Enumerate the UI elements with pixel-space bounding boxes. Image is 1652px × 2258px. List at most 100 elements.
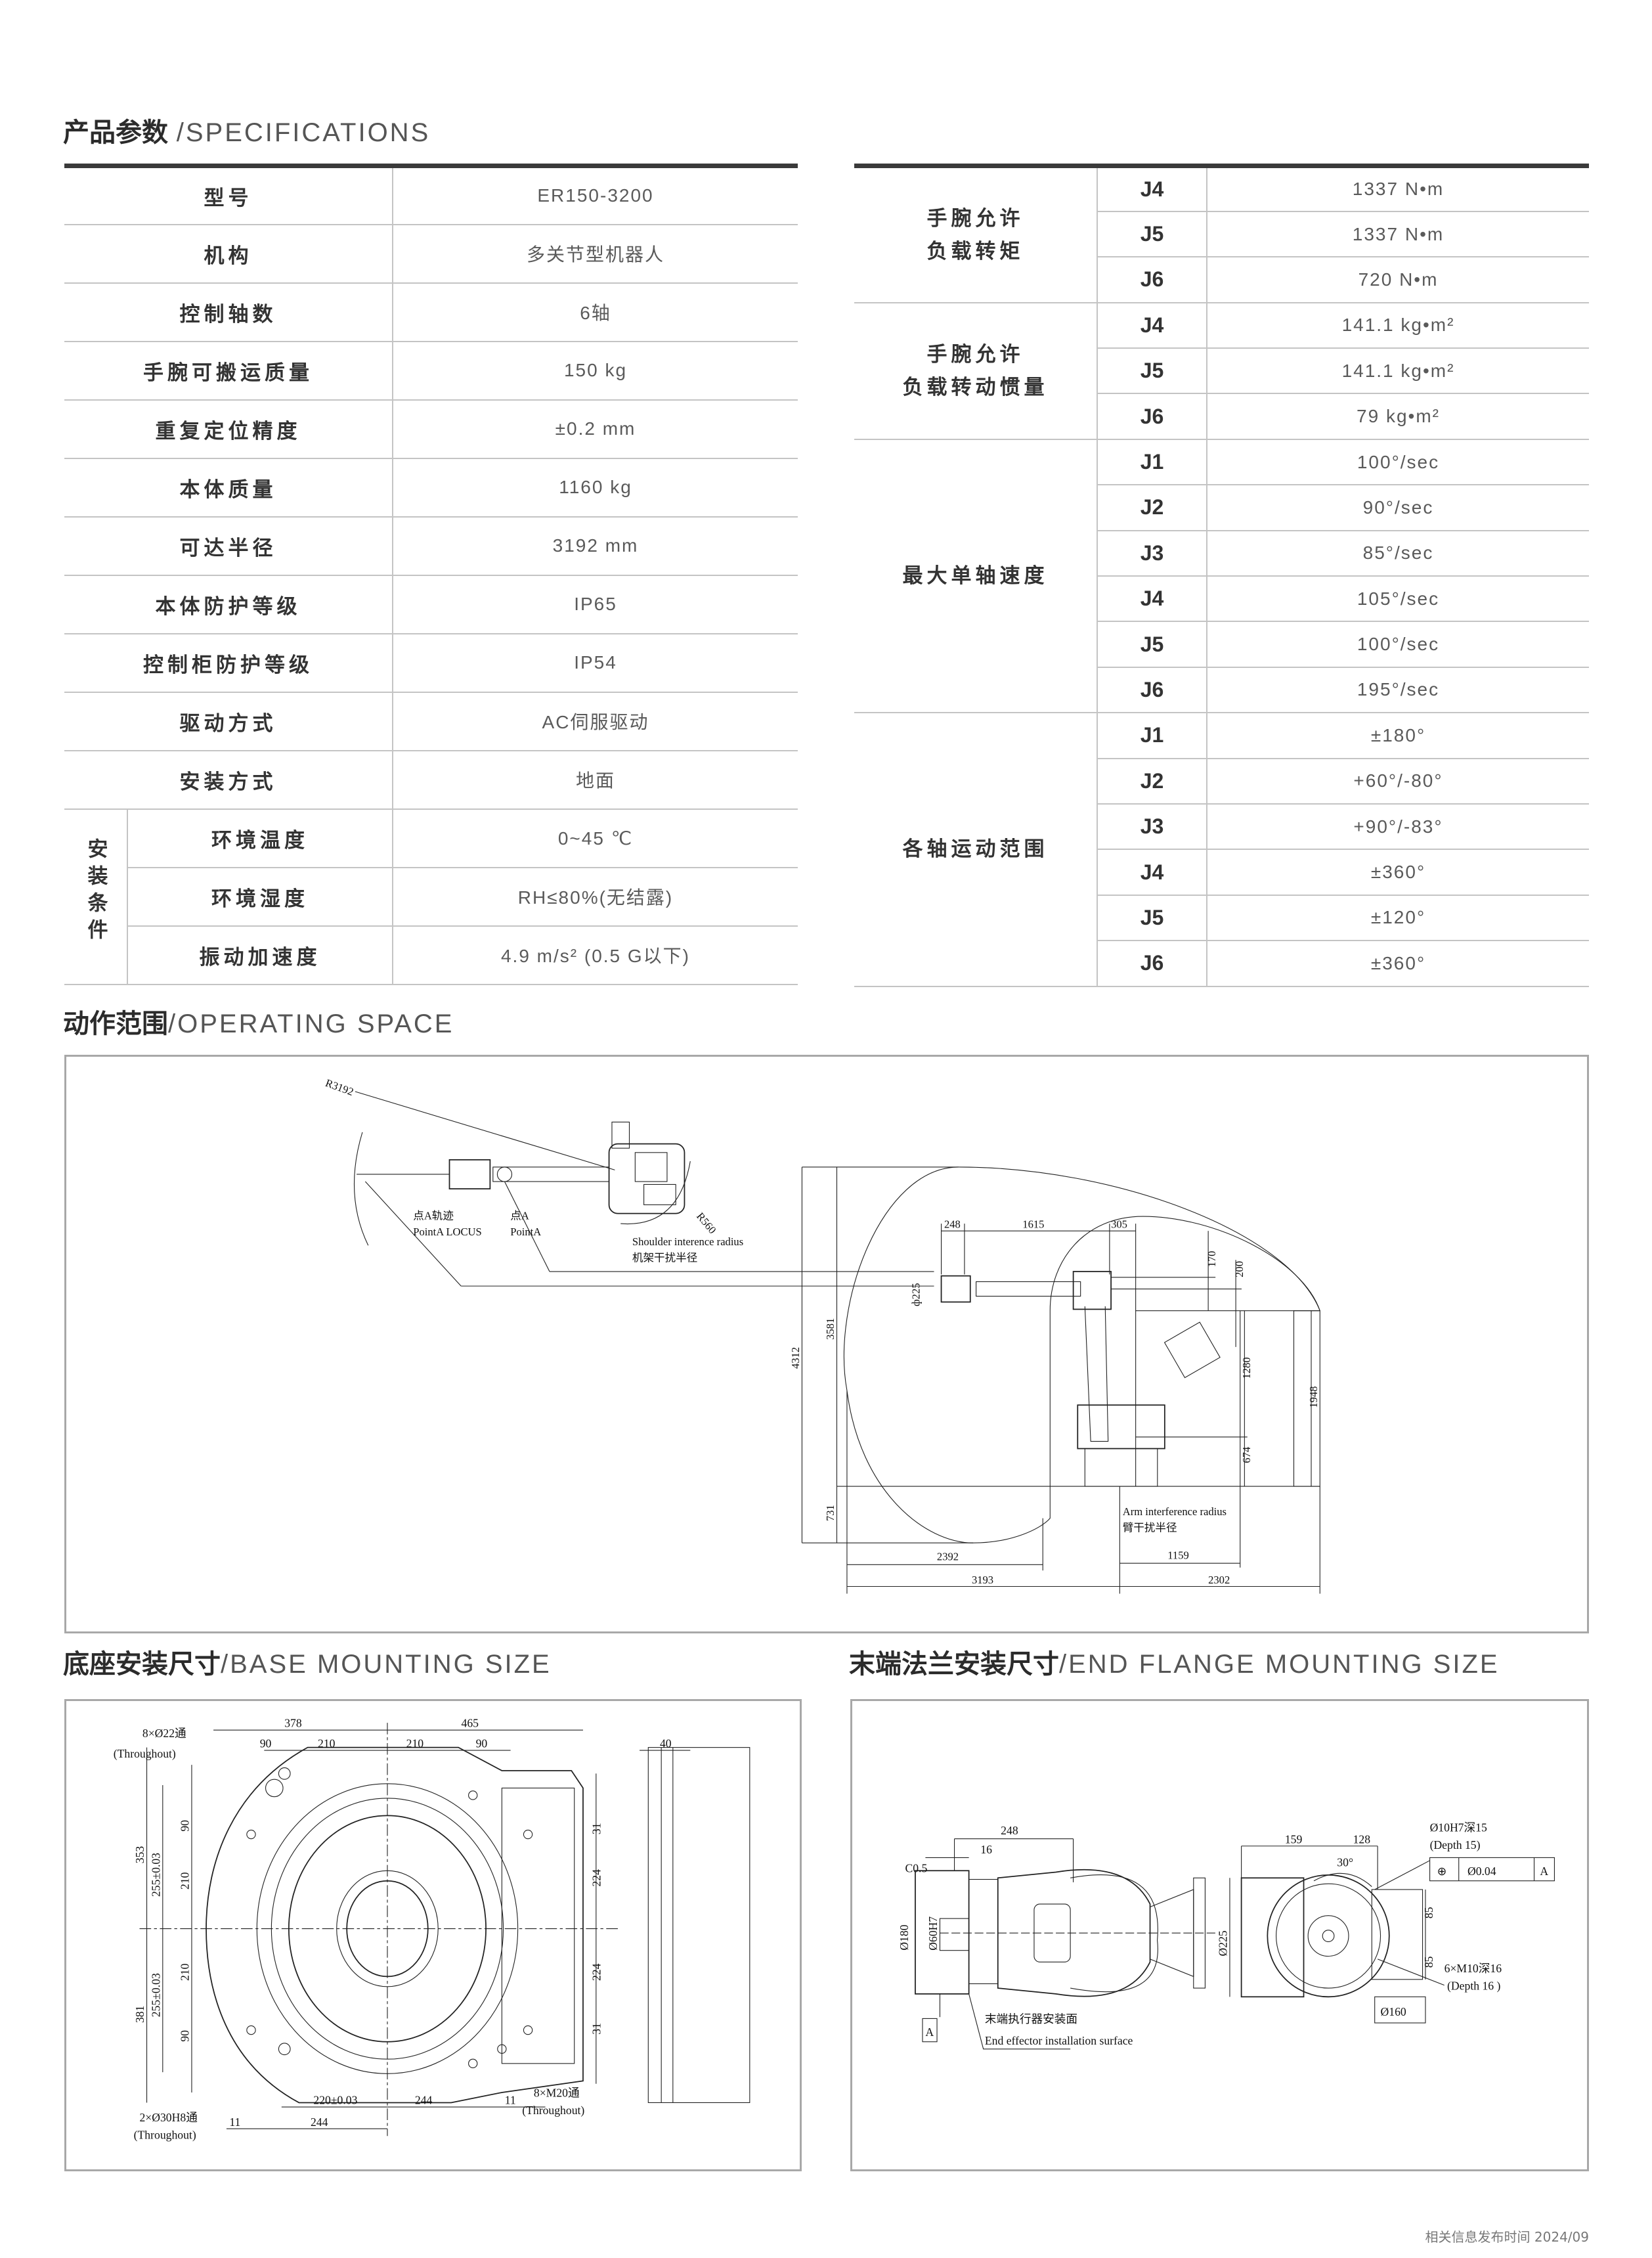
group-label: 手腕允许 [926, 206, 1024, 231]
axis-label: J5 [1097, 348, 1207, 395]
label-holes-22: 8×Ø22通 [142, 1727, 186, 1740]
row-value: +90°/-83° [1207, 803, 1589, 851]
dim-210: 210 [318, 1737, 336, 1750]
dim-244: 244 [415, 2094, 433, 2107]
axis-label: J4 [1097, 576, 1207, 623]
tolerance-value: Ø0.04 [1467, 1865, 1496, 1878]
table-row: 机构多关节型机器人 [64, 224, 798, 284]
title-cn: 底座安装尺寸 [63, 1649, 221, 1679]
axis-label: J6 [1097, 393, 1207, 440]
flange-front-drawing [1229, 1846, 1555, 2024]
table-row: 安装方式地面 [64, 750, 798, 810]
dim-224: 224 [590, 1963, 603, 1981]
row-label: 振动加速度 [127, 925, 393, 985]
table-row: J4±360° [854, 849, 1589, 896]
dim-r3192: R3192 [324, 1076, 355, 1098]
point-a-en: PointA [510, 1226, 541, 1238]
row-value: ±0.2 mm [393, 399, 798, 459]
dim-381: 381 [133, 2006, 146, 2023]
row-value: 100°/sec [1207, 621, 1589, 668]
row-label: 重复定位精度 [64, 399, 393, 459]
row-label: 手腕可搬运质量 [64, 341, 393, 401]
group-label: 负载转矩 [926, 239, 1024, 263]
row-label: 型号 [64, 166, 393, 225]
group-label: 手腕允许 [926, 342, 1024, 366]
dim-phi60: Ø60H7 [926, 1916, 940, 1951]
row-label: 安装方式 [64, 750, 393, 810]
row-value: 100°/sec [1207, 439, 1589, 486]
dim-11: 11 [229, 2115, 240, 2129]
row-value: ±360° [1207, 849, 1589, 896]
row-label: 环境温度 [127, 808, 393, 868]
row-value: 地面 [393, 750, 798, 810]
group-label: 各轴运动范围 [902, 837, 1049, 862]
base-plate-drawing [139, 1723, 750, 2136]
row-value: ER150-3200 [393, 166, 798, 225]
label-m20: 8×M20通 [534, 2087, 580, 2100]
axis-label: J1 [1097, 439, 1207, 486]
group-label: 安装条件 [83, 837, 108, 946]
end-flange-drawing: 248 16 C0.5 Ø60H7 Ø180 A 末端执行器安装面 End ef… [850, 1699, 1589, 2171]
row-value: ±180° [1207, 713, 1589, 759]
title-cn: 动作范围 [63, 1009, 168, 1039]
label-throughout: (Throughout) [522, 2104, 584, 2117]
reach-arc [353, 1132, 369, 1246]
dim-4312: 4312 [789, 1347, 802, 1369]
row-value: 1160 kg [393, 458, 798, 518]
shoulder-radius-cn: 机架干扰半径 [632, 1252, 697, 1264]
row-value: +60°/-80° [1207, 758, 1589, 805]
dim-248: 248 [1001, 1824, 1018, 1837]
dim-224: 224 [590, 1869, 603, 1887]
dim-200: 200 [1233, 1261, 1246, 1277]
row-value: 195°/sec [1207, 667, 1589, 714]
row-value: 4.9 m/s² (0.5 G以下) [393, 925, 798, 985]
dim-40: 40 [660, 1737, 672, 1750]
title-cn: 产品参数 [63, 118, 168, 148]
axis-label: J5 [1097, 621, 1207, 668]
dim-1615: 1615 [1022, 1218, 1044, 1231]
shoulder-radius-en: Shoulder interence radius [632, 1235, 743, 1248]
dim-305: 305 [1111, 1218, 1127, 1231]
axis-label: J4 [1097, 849, 1207, 896]
dim-31: 31 [590, 2023, 603, 2035]
row-value: 1337 N•m [1207, 166, 1589, 212]
flange-side-drawing [915, 1838, 1215, 2050]
axis-label: J6 [1097, 257, 1207, 303]
operating-space-drawing: R3192 R560 点A轨迹 PointA LOCUS 点A PointA S… [64, 1055, 1589, 1633]
dim-30deg: 30° [1337, 1856, 1353, 1869]
point-a-locus-en: PointA LOCUS [413, 1226, 481, 1238]
dim-2392: 2392 [937, 1551, 959, 1563]
row-value: IP54 [393, 633, 798, 693]
dim-2302: 2302 [1208, 1574, 1230, 1586]
axis-label: J3 [1097, 803, 1207, 851]
title-en: /SPECIFICATIONS [176, 118, 431, 147]
row-value: 720 N•m [1207, 257, 1589, 303]
dim-11: 11 [505, 2094, 516, 2107]
dim-255: 255±0.03 [149, 1973, 162, 2017]
row-value: 141.1 kg•m² [1207, 348, 1589, 395]
label-depth-15: (Depth 15) [1430, 1838, 1481, 1851]
row-value: 3192 mm [393, 516, 798, 576]
dim-1280: 1280 [1240, 1357, 1253, 1379]
row-label: 可达半径 [64, 516, 393, 576]
dim-3581: 3581 [824, 1318, 837, 1340]
dim-353: 353 [133, 1846, 146, 1864]
axis-label: J2 [1097, 485, 1207, 531]
group-label: 最大单轴速度 [902, 564, 1049, 588]
dim-255: 255±0.03 [149, 1853, 162, 1897]
row-label: 环境湿度 [127, 867, 393, 927]
dim-159: 159 [1285, 1832, 1303, 1846]
dim-1159: 1159 [1167, 1549, 1189, 1562]
group-wrist-torque: 手腕允许负载转矩 [854, 166, 1098, 303]
